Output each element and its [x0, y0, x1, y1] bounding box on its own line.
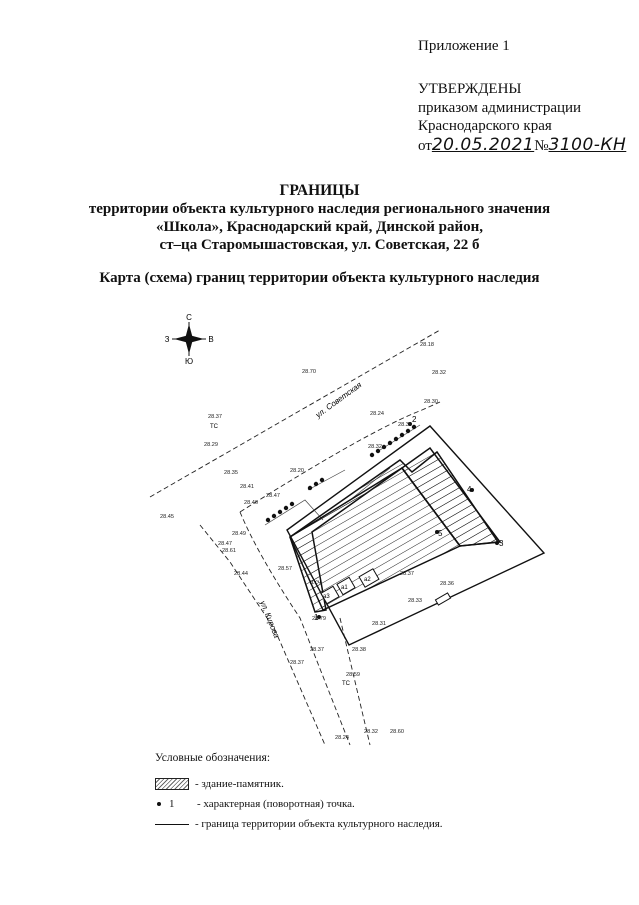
- elevation: 28.61: [222, 548, 236, 554]
- tc-label-1: ТС: [210, 424, 219, 430]
- street-sovetskaya-label: ул. Советская: [313, 380, 364, 420]
- elevation: 28.49: [232, 531, 246, 537]
- order-prefix: от: [418, 137, 432, 154]
- small-structure: [434, 592, 452, 606]
- elevation: 28.41: [240, 484, 254, 490]
- elevation: 28.33: [408, 598, 422, 604]
- order-date: 20.05.2021: [431, 134, 535, 155]
- elevation: 28.32: [432, 370, 446, 376]
- road-edges: [149, 329, 441, 746]
- annex-a3: а3: [323, 594, 330, 600]
- elevation: 28.29: [204, 442, 218, 448]
- approval-line-2: приказом администрации: [418, 99, 582, 116]
- title-line-1: территории объекта культурного наследия …: [88, 201, 551, 217]
- legend-row-boundary: - граница территории объекта культурного…: [155, 818, 443, 830]
- elevation: 28.79: [312, 616, 326, 622]
- elevation: 28.39: [398, 422, 412, 428]
- point-3: 3: [499, 539, 504, 548]
- legend-row-point: 1 - характерная (поворотная) точка.: [155, 798, 355, 810]
- elevation: 28.47: [218, 541, 232, 547]
- map-caption: Карта (схема) границ территории объекта …: [99, 270, 540, 286]
- elevation-marks: 28.18 28.32 28.30 28.70 28.24 28.39 28.3…: [160, 342, 454, 741]
- elevation: 28.37: [400, 571, 414, 577]
- order-line: от20.05.2021№3100-КН: [418, 134, 627, 156]
- elevation: 28.59: [346, 672, 360, 678]
- elevation: 28.47: [266, 493, 280, 499]
- approval-line-3: Краснодарского края: [418, 118, 552, 134]
- shrub-clusters: [265, 424, 417, 523]
- elevation: 28.31: [372, 621, 386, 627]
- order-number: 3100-КН: [548, 134, 627, 155]
- elevation: 28.45: [160, 514, 174, 520]
- elevation: 28.57: [278, 566, 292, 572]
- point-1: 1: [314, 613, 319, 622]
- elevation: 28.18: [420, 342, 434, 348]
- elevation: 28.44: [234, 571, 248, 577]
- title-line-2: «Школа», Краснодарский край, Динской рай…: [155, 219, 484, 235]
- approval-line-1: УТВЕРЖДЕНЫ: [418, 81, 522, 97]
- boundary-map: С Ю З В ул. Советская ул. Кирова а3: [149, 313, 546, 746]
- elevation: 28.37: [290, 660, 304, 666]
- compass-north: С: [186, 313, 192, 322]
- tc-label-2: ТС: [342, 681, 351, 687]
- elevation: 28.32: [368, 444, 382, 450]
- point-symbol-number: 1: [169, 798, 175, 810]
- appendix-label: Приложение 1: [418, 38, 510, 54]
- point-symbol-icon: 1: [155, 798, 191, 810]
- compass-west: З: [165, 335, 170, 344]
- compass-south: Ю: [185, 357, 193, 366]
- hatch-swatch-icon: [155, 778, 189, 790]
- elevation: 28.35: [224, 470, 238, 476]
- document-heading: ГРАНИЦЫ: [279, 182, 360, 199]
- elevation: 28.37: [208, 414, 222, 420]
- monument-building-wing: [400, 446, 502, 547]
- approval-block: УТВЕРЖДЕНЫ приказом администрации Красно…: [418, 80, 626, 155]
- elevation: 28.38: [352, 647, 366, 653]
- psch-label: п.сч: [310, 580, 321, 586]
- point-2: 2: [412, 415, 417, 424]
- legend-title: Условные обозначения:: [155, 752, 271, 764]
- elevation: 28.32: [364, 729, 378, 735]
- elevation: 28.20: [290, 468, 304, 474]
- elevation: 28.46: [244, 500, 258, 506]
- legend-boundary-text: - граница территории объекта культурного…: [195, 818, 443, 830]
- boundary-line-icon: [155, 823, 189, 825]
- compass-rose: С Ю З В: [165, 313, 214, 366]
- street-kirova-label: ул. Кирова: [258, 598, 282, 639]
- annex-a2: а2: [364, 577, 371, 583]
- legend-point-text: - характерная (поворотная) точка.: [197, 798, 355, 810]
- elevation: 28.30: [424, 399, 438, 405]
- annexes: [320, 568, 380, 605]
- legend-row-building: - здание-памятник.: [155, 778, 284, 790]
- elevation: 28.37: [310, 647, 324, 653]
- title-line-3: ст–ца Старомышастовская, ул. Советская, …: [159, 237, 480, 253]
- legend-building-text: - здание-памятник.: [195, 778, 284, 790]
- elevation: 28.36: [440, 581, 454, 587]
- elevation: 28.70: [302, 369, 316, 375]
- compass-east: В: [208, 335, 213, 344]
- characteristic-points: [317, 422, 499, 619]
- annex-a1: а1: [341, 585, 348, 591]
- elevation: 28.24: [370, 411, 384, 417]
- order-number-mark: №: [534, 137, 549, 154]
- elevation: 28.60: [390, 729, 404, 735]
- point-5: 5: [438, 529, 443, 538]
- point-4: 4: [467, 485, 472, 494]
- elevation: 28.24: [335, 735, 349, 741]
